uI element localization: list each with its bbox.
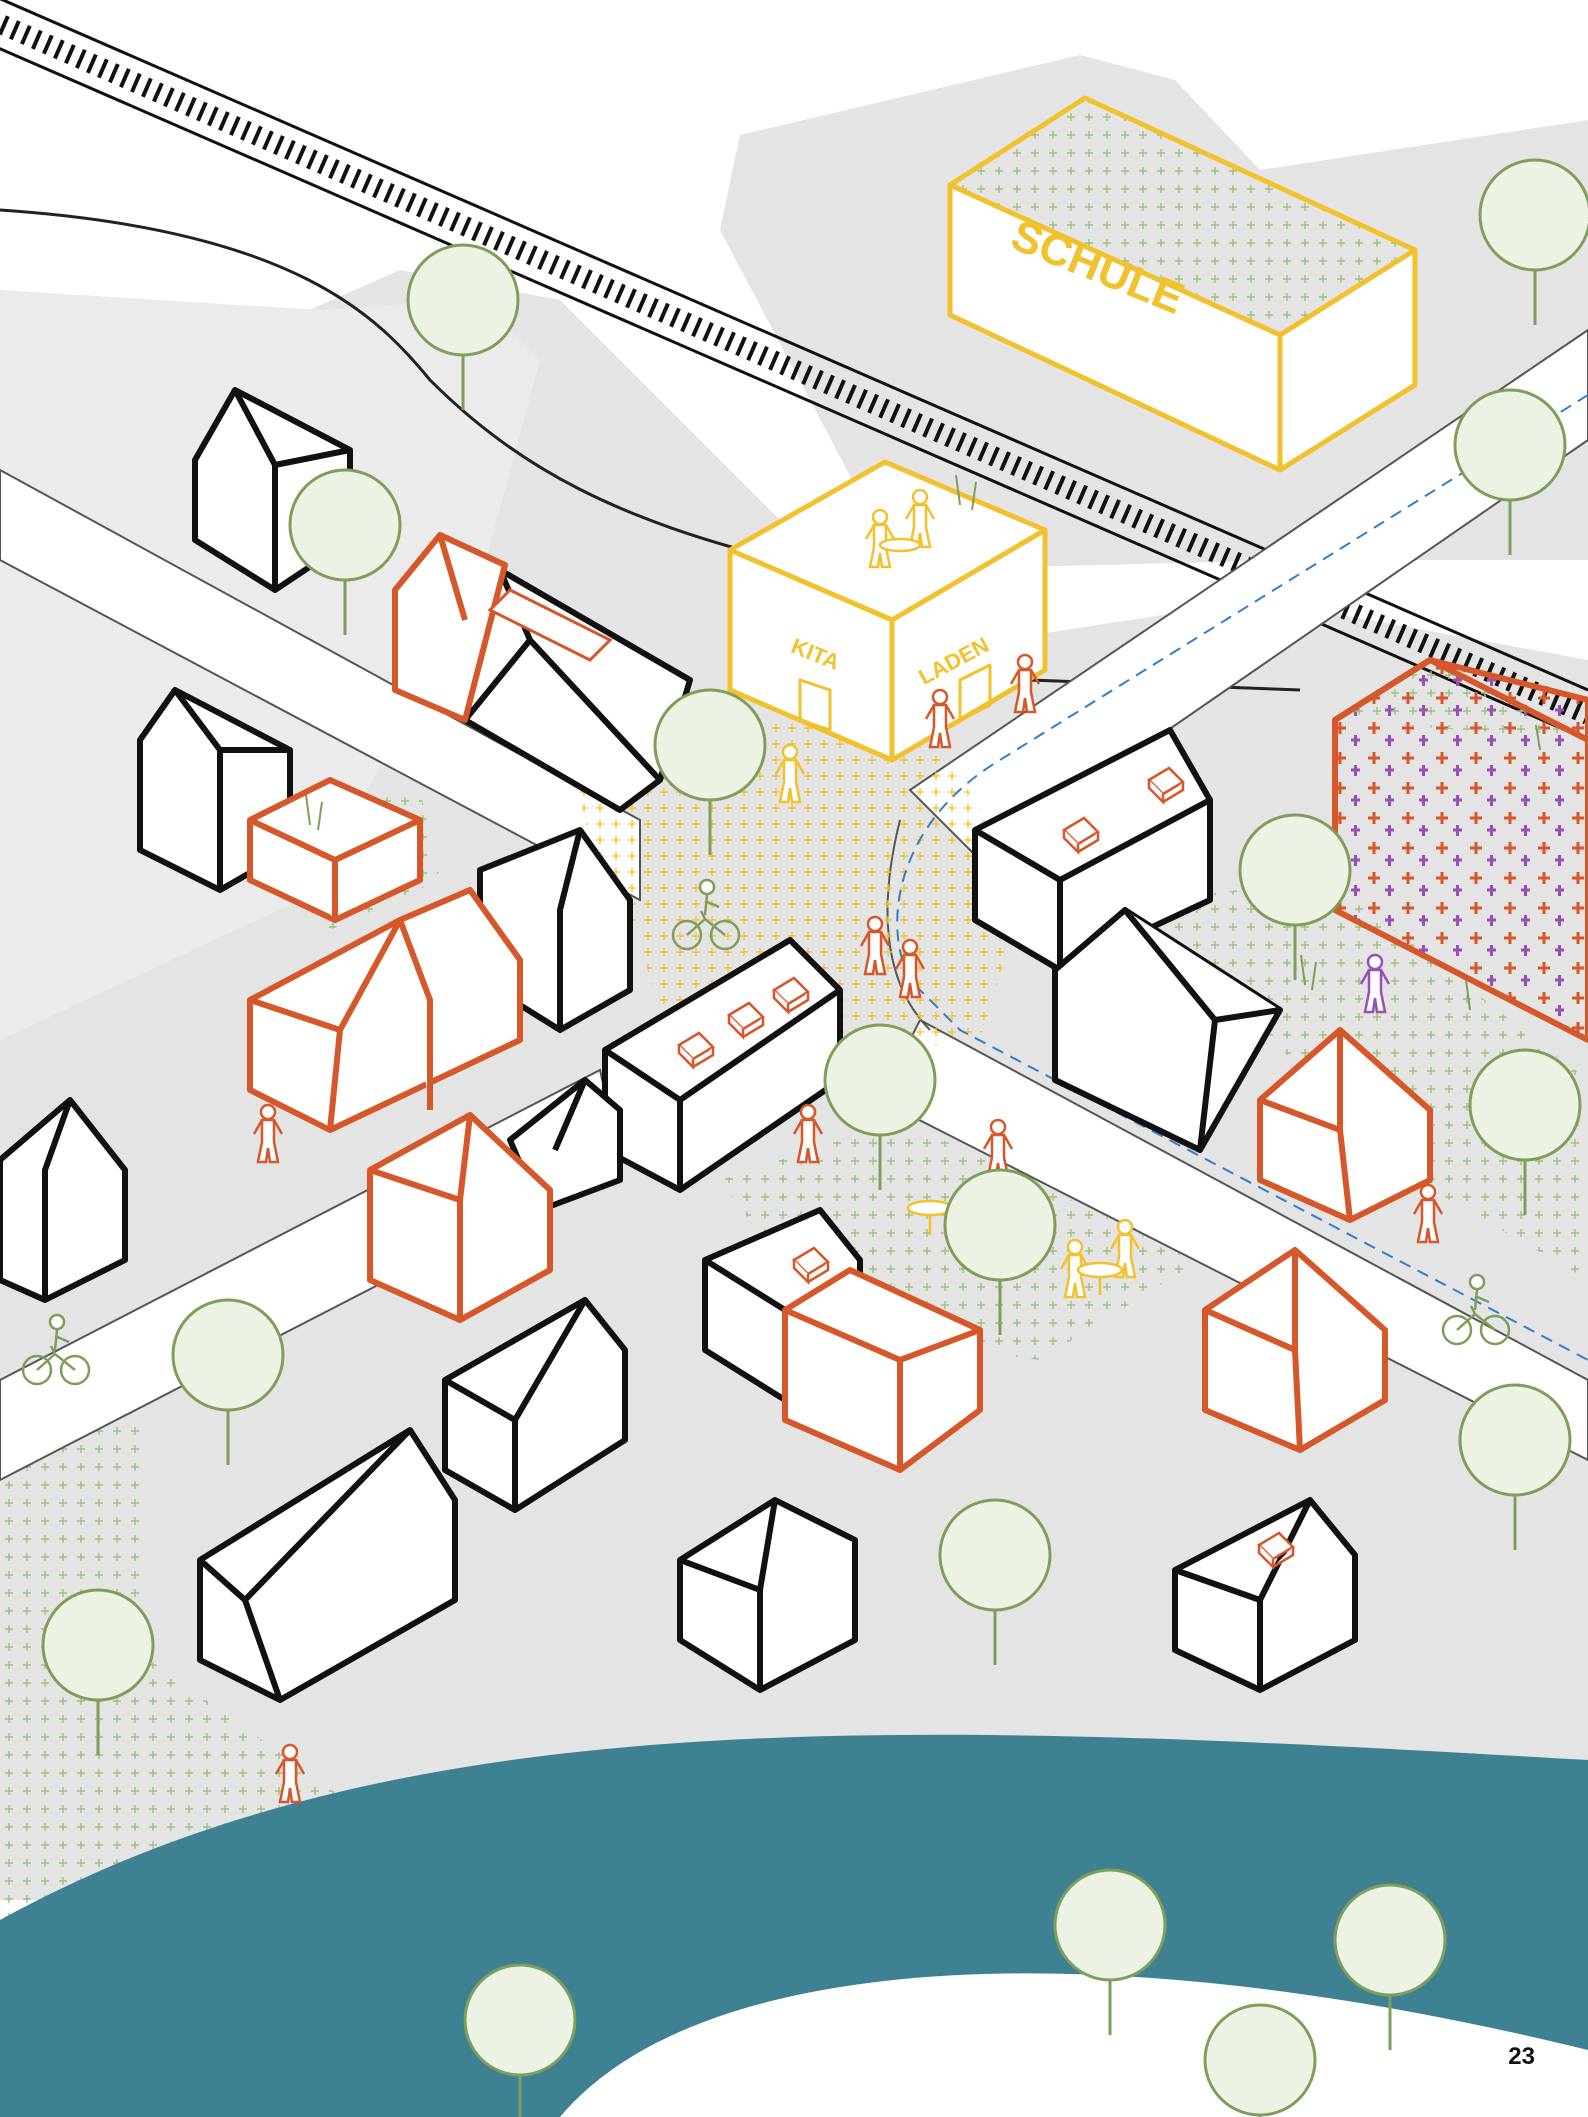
page-number: 23 [1508,2043,1535,2071]
